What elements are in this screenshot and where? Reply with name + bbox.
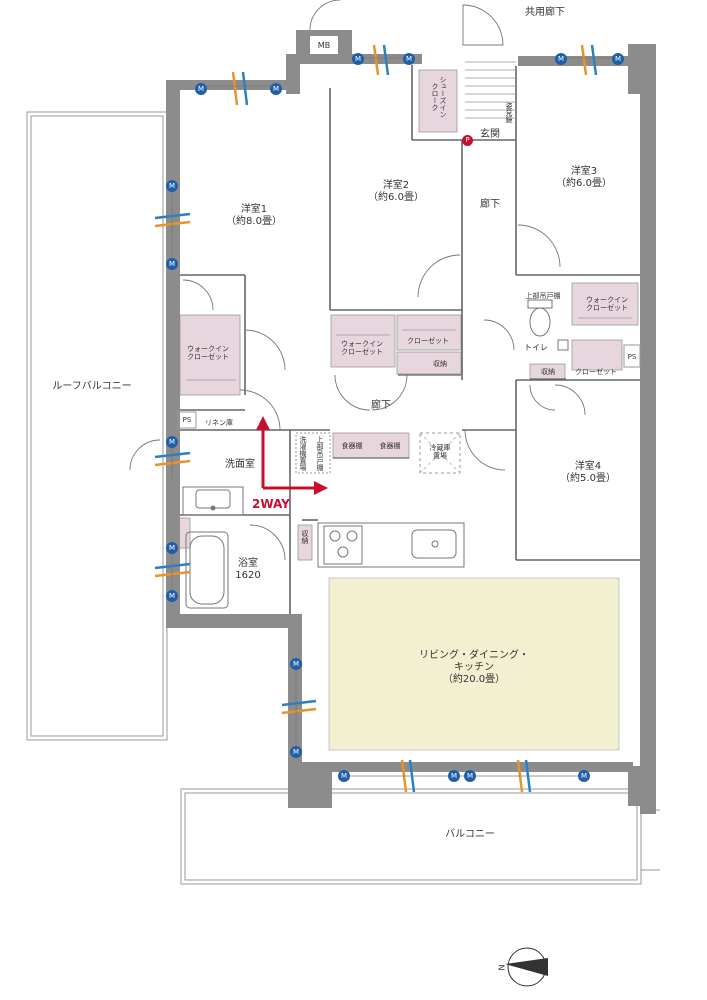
m-badge-icon: M — [166, 436, 178, 448]
storage-doors — [333, 374, 566, 459]
storage-a-label: 収納 — [433, 360, 447, 368]
m-badge-icon: M — [555, 53, 567, 65]
toilet-label: トイレ — [524, 343, 548, 352]
m-badge-icon: M — [166, 258, 178, 270]
washbasin — [182, 486, 244, 516]
linen-label: リネン庫 — [205, 419, 233, 427]
m-badge-icon: M — [403, 53, 415, 65]
walls — [166, 30, 656, 814]
toilet-fixture — [527, 299, 569, 351]
closet-rails — [186, 317, 632, 381]
m-badge-icon: M — [290, 658, 302, 670]
ldk-floor — [328, 577, 620, 751]
wic1-label: ウォークイン クローゼット — [187, 345, 229, 361]
room1-label: 洋室1 （約8.0畳） — [226, 204, 282, 227]
room2-label: 洋室2 （約6.0畳） — [368, 180, 424, 203]
kitchen-counter — [317, 522, 465, 568]
balcony-label: バルコニー — [445, 829, 495, 840]
closet-fills — [177, 69, 639, 561]
two-way-label: 2WAY — [252, 497, 290, 511]
m-badge-icon: M — [352, 53, 364, 65]
corridor-lower-label: 廊下 — [371, 400, 391, 411]
m-badge-icon: M — [338, 770, 350, 782]
closet2-label: クローゼット — [407, 337, 449, 345]
corridor-upper-label: 廊下 — [480, 199, 500, 210]
m-badge-icon: M — [195, 83, 207, 95]
ps-boxes — [177, 344, 641, 429]
ps2-label: PS — [627, 353, 637, 361]
interior-walls — [180, 65, 640, 614]
washroom-label: 洗面室 — [225, 459, 255, 470]
dish1-label: 食器棚 — [341, 442, 363, 450]
m-badge-icon: M — [270, 83, 282, 95]
m-badge-icon: M — [448, 770, 460, 782]
shared-corridor-label: 共用廊下 — [525, 7, 565, 18]
compass-n-label: N — [497, 964, 507, 971]
dish2-label: 食器棚 — [379, 442, 401, 450]
compass-icon — [505, 947, 548, 987]
fridge-label: 冷蔵庫 置場 — [429, 444, 451, 460]
room4-label: 洋室4 （約5.0畳） — [560, 461, 616, 484]
entrance-label: 玄関 — [480, 129, 500, 140]
m-badge-icon: M — [166, 180, 178, 192]
room3-label: 洋室3 （約6.0畳） — [556, 166, 612, 189]
washer-area — [295, 432, 331, 474]
closet3-label: クローゼット — [575, 368, 617, 376]
m-badge-icon: M — [464, 770, 476, 782]
storage-c-label: 収納 — [301, 530, 309, 544]
washer-area-label: 洗濯機置場 — [299, 436, 307, 471]
bathtub — [185, 531, 229, 609]
mb-label: MB — [317, 41, 331, 50]
genkan-steps — [465, 61, 516, 119]
upper-cabinet2-label: 上部吊戸棚 — [316, 436, 324, 471]
storage-b-label: 収納 — [541, 368, 555, 376]
wic3-label: ウォークイン クローゼット — [586, 296, 628, 312]
m-badge-icon: M — [612, 53, 624, 65]
door-swings — [129, 0, 586, 561]
balcony-outline — [180, 788, 660, 885]
two-way-arrow — [256, 416, 328, 495]
ldk-label: リビング・ダイニング・ キッチン （約20.0畳） — [419, 650, 529, 685]
windows — [171, 57, 620, 777]
wic2-label: ウォークイン クローゼット — [341, 340, 383, 356]
m-badge-icon: M — [166, 590, 178, 602]
mirror-label: 姿見鏡 — [505, 102, 513, 123]
roof-balcony-outline — [26, 111, 168, 741]
m-badge-icon: M — [578, 770, 590, 782]
fridge-area — [419, 432, 461, 474]
shoes-closet-label: シューズイン クローク — [431, 76, 447, 118]
upper-cabinet-label: 上部吊戸棚 — [525, 292, 561, 300]
ps1-label: PS — [182, 416, 192, 424]
roof-balcony-label: ルーフバルコニー — [52, 381, 132, 392]
m-badge-icon: M — [290, 746, 302, 758]
m-badge-icon: M — [166, 542, 178, 554]
bath-label: 浴室 1620 — [235, 558, 261, 581]
p-badge-icon: P — [462, 135, 473, 146]
